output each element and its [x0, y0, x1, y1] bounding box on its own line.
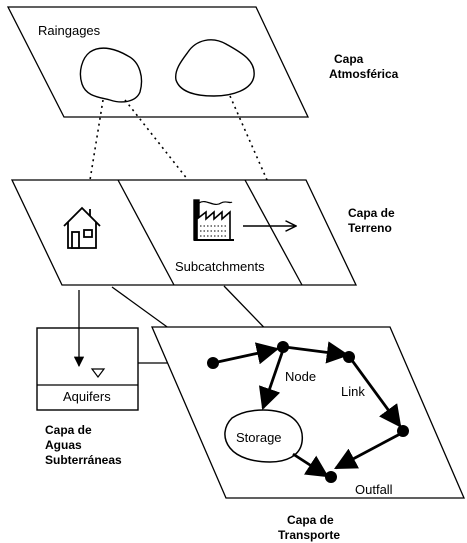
- transport-layer-label-1: Capa de: [287, 513, 334, 527]
- storage-unit-shape: [224, 409, 304, 463]
- transport-layer: Storage Node Link Outfall Capa de Transp…: [151, 326, 465, 542]
- terrain-plane: [10, 179, 358, 286]
- terrain-divider-2: [244, 179, 303, 286]
- terrain-divider-1: [117, 179, 175, 286]
- aquifers-label: Aquifers: [63, 389, 111, 404]
- atmospheric-layer-label-2: Atmosférica: [329, 67, 399, 81]
- water-level-icon: [90, 368, 106, 378]
- terrain-layer-label-2: Terreno: [348, 221, 392, 235]
- transport-plane: [151, 326, 465, 499]
- node-dot-icon: [397, 425, 409, 437]
- rain-connectors: [89, 95, 268, 181]
- terrain-layer: Subcatchments Capa de Terreno: [10, 179, 395, 286]
- atmospheric-layer-label-1: Capa: [334, 52, 364, 66]
- subcatchments-label: Subcatchments: [175, 259, 265, 274]
- groundwater-layer: Aquifers Capa de Aguas Subterráneas: [36, 327, 139, 467]
- node-dot-icon: [207, 357, 219, 369]
- node-dot-icon: [343, 351, 355, 363]
- raingages-label: Raingages: [38, 23, 101, 38]
- junction-nodes: [207, 341, 409, 483]
- aquifers-box: [36, 327, 139, 411]
- node-label: Node: [285, 369, 316, 384]
- house-icon: [63, 206, 101, 249]
- node-dot-icon: [277, 341, 289, 353]
- atmospheric-layer: Raingages Capa Atmosférica: [6, 6, 399, 118]
- storage-to-outfall-link: [292, 452, 329, 478]
- raingage-1-shape: [79, 47, 143, 103]
- link-label: Link: [341, 384, 365, 399]
- raingage-2-shape: [174, 39, 255, 97]
- outfall-label: Outfall: [355, 482, 393, 497]
- groundwater-layer-label-1: Capa de: [45, 423, 92, 437]
- storage-label: Storage: [236, 430, 282, 445]
- transport-layer-label-2: Transporte: [278, 528, 340, 542]
- factory-icon: [193, 199, 234, 241]
- groundwater-layer-label-2: Aguas: [45, 438, 82, 452]
- groundwater-layer-label-3: Subterráneas: [45, 453, 122, 467]
- conduit-links: [212, 341, 402, 470]
- outfall-node-icon: [325, 471, 337, 483]
- terrain-layer-label-1: Capa de: [348, 206, 395, 220]
